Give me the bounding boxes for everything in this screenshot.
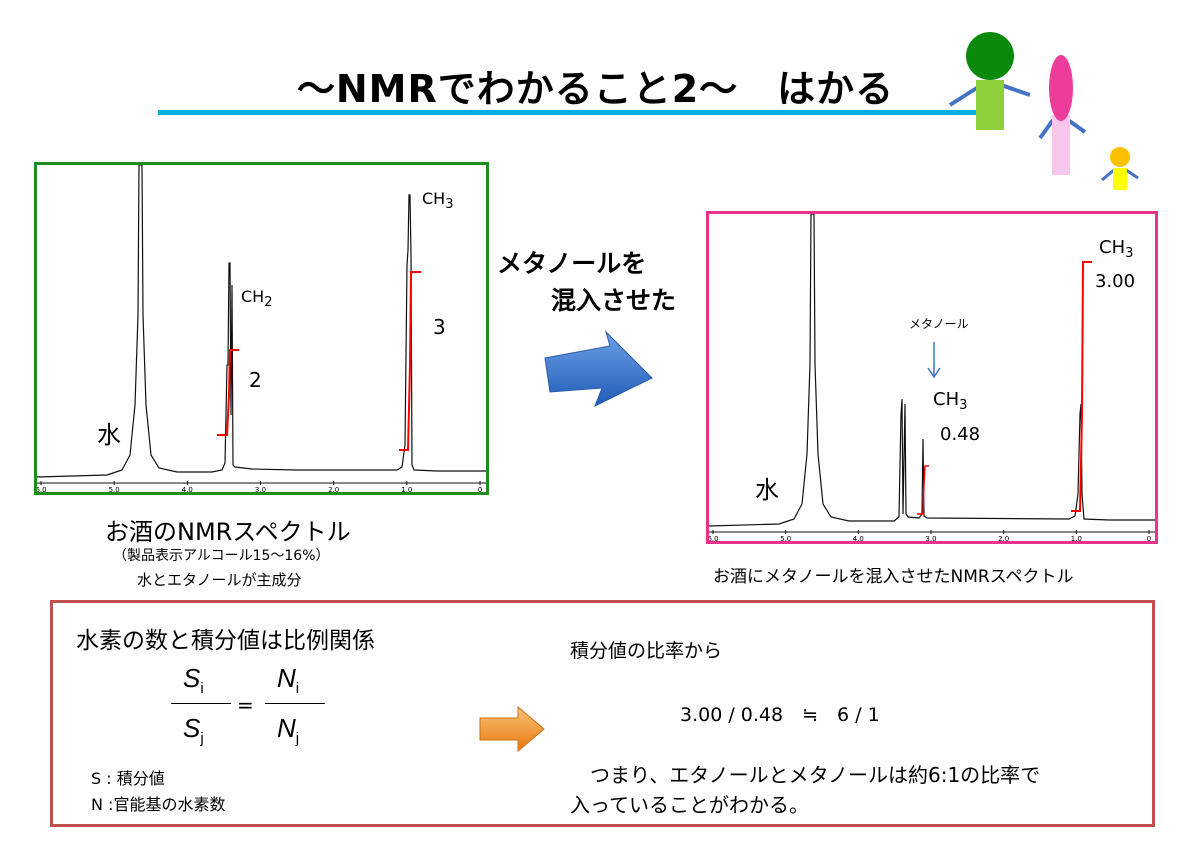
axis-tick-label: 1.0 xyxy=(401,486,412,492)
formula-right-fraction-bar xyxy=(265,703,325,704)
axis-tick-label: 3.0 xyxy=(255,486,266,492)
axis-tick-label: 4.0 xyxy=(853,535,864,541)
formula-equals: = xyxy=(237,693,254,717)
bottom-heading: 水素の数と積分値は比例関係 xyxy=(76,628,375,654)
formula-n-numerator: Ni xyxy=(277,663,300,698)
left-ch2-integral xyxy=(217,349,239,436)
left-caption-line3: 水とエタノールが主成分 xyxy=(137,571,302,589)
right-methanol-ch3-label: CH3 xyxy=(933,389,968,413)
right-ch3-value: 3.00 xyxy=(1095,271,1136,292)
big-person-head xyxy=(966,32,1014,80)
axis-tick-label: 1.0 xyxy=(1071,535,1082,541)
left-spectrum-plot: 6.0 5.0 4.0 3.0 2.0 1.0 0 xyxy=(37,165,486,492)
orange-arrow-icon xyxy=(479,705,545,753)
small-person-arm-right xyxy=(1125,168,1139,180)
title-underline xyxy=(158,110,993,115)
pink-person-arm-right xyxy=(1066,118,1087,134)
formula-s-denominator: Sj xyxy=(183,713,204,748)
axis-tick-label: 2.0 xyxy=(998,535,1009,541)
conclusion-line2: 入っていることがわかる。 xyxy=(570,793,809,817)
left-caption-line2: （製品表示アルコール15～16%） xyxy=(113,548,330,564)
axis-tick-label: 5.0 xyxy=(109,486,120,492)
axis-tick-label: 4.0 xyxy=(182,486,193,492)
left-spectrum-trace xyxy=(37,165,486,478)
pink-person-body xyxy=(1052,115,1070,175)
left-ch2-integral-value: 2 xyxy=(249,368,262,392)
left-ch3-integral-value: 3 xyxy=(433,315,446,339)
middle-text-line1: メタノールを xyxy=(497,249,647,278)
axis-tick-label: 0 xyxy=(478,486,482,492)
right-ch3-label: CH3 xyxy=(1099,237,1134,261)
blue-arrow-icon xyxy=(544,330,653,408)
small-person-arm-left xyxy=(1101,168,1115,182)
formula-n-denominator: Nj xyxy=(277,713,300,748)
right-ch3-integral xyxy=(1071,261,1092,512)
right-spectrum-trace xyxy=(709,214,1155,527)
left-ch3-integral xyxy=(399,271,421,451)
methanol-arrow-head xyxy=(927,367,941,379)
left-water-label: 水 xyxy=(97,421,121,449)
pink-person-head xyxy=(1049,55,1073,121)
right-methanol-integral xyxy=(917,465,929,515)
legend-s: S : 積分値 xyxy=(91,769,165,788)
left-caption-title: お酒のNMRスペクトル xyxy=(105,518,351,546)
legend-n: N :官能基の水素数 xyxy=(91,795,226,814)
right-spectrum-frame: 6.0 5.0 4.0 3.0 2.0 1.0 0 水 メタノール CH3 0.48 CH3… xyxy=(706,211,1158,544)
formula-left-fraction-bar xyxy=(171,703,231,704)
left-ch3-label: CH3 xyxy=(422,189,454,212)
axis-tick-label: 6.0 xyxy=(709,535,719,541)
right-axis-ticks: 6.0 5.0 4.0 3.0 2.0 1.0 0 xyxy=(709,530,1151,541)
bottom-explanation-box: 水素の数と積分値は比例関係 Si Sj = Ni Nj S : 積分値 N :官… xyxy=(50,600,1155,827)
people-illustration xyxy=(948,32,1139,190)
right-spectrum-plot: 6.0 5.0 4.0 3.0 2.0 1.0 0 xyxy=(709,214,1155,541)
small-person-head xyxy=(1110,147,1130,167)
left-axis-ticks: 6.0 5.0 4.0 3.0 2.0 1.0 0 xyxy=(37,481,482,492)
left-spectrum-frame: 6.0 5.0 4.0 3.0 2.0 1.0 0 水 CH2 2 CH3 3 xyxy=(34,162,489,495)
axis-tick-label: 0 xyxy=(1147,535,1151,541)
pink-person-arm-left xyxy=(1038,118,1055,140)
left-ch2-label: CH2 xyxy=(241,287,273,310)
middle-text-line2: 混入させた xyxy=(551,286,677,315)
right-water-label: 水 xyxy=(755,476,779,504)
axis-tick-label: 6.0 xyxy=(37,486,47,492)
conclusion-line1: つまり、エタノールとメタノールは約6:1の比率で xyxy=(570,763,1041,787)
axis-tick-label: 2.0 xyxy=(328,486,339,492)
small-person-body xyxy=(1113,168,1127,190)
axis-tick-label: 5.0 xyxy=(780,535,791,541)
right-caption: お酒にメタノールを混入させたNMRスペクトル xyxy=(713,567,1074,587)
page-title: ～NMRでわかること2～ はかる xyxy=(296,67,895,111)
big-person-body xyxy=(976,80,1004,130)
formula-s-numerator: Si xyxy=(183,663,204,698)
ratio-expression: 3.00 / 0.48 ≒ 6 / 1 xyxy=(680,704,880,726)
right-methanol-value: 0.48 xyxy=(940,424,981,445)
axis-tick-label: 3.0 xyxy=(925,535,936,541)
ratio-heading: 積分値の比率から xyxy=(570,640,723,662)
methanol-arrow-label: メタノール xyxy=(909,317,969,331)
